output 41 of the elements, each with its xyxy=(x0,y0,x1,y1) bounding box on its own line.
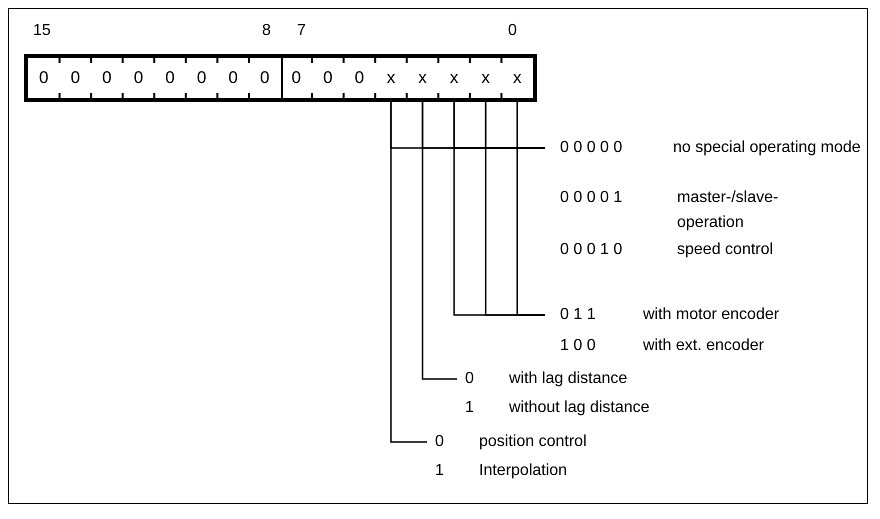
bit-number: 7 xyxy=(297,22,306,40)
option-description: Interpolation xyxy=(479,461,568,481)
bit-code: 0 1 1 xyxy=(560,305,597,325)
bit-code: 1 xyxy=(465,398,475,418)
bit-code: 0 0 0 1 0 xyxy=(560,240,624,260)
bit-cell: 0 xyxy=(280,58,312,98)
bit-code: 0 0 0 0 0 xyxy=(560,138,624,158)
bit-cell: 0 xyxy=(312,58,344,98)
option-description: without lag distance xyxy=(509,398,651,418)
option-description: no special operating mode xyxy=(673,138,862,158)
bit-code: 0 xyxy=(465,369,475,389)
bit-cell: 0 xyxy=(122,58,154,98)
bit-cell: x xyxy=(375,58,407,98)
leader-line xyxy=(390,102,427,443)
bit-cell: x xyxy=(438,58,470,98)
option-description: with motor encoder xyxy=(643,305,780,325)
bit-code: 1 0 0 xyxy=(560,336,597,356)
bit-cell: x xyxy=(470,58,502,98)
bit-number: 15 xyxy=(33,22,51,40)
leader-line xyxy=(422,102,457,380)
bit-cell: 0 xyxy=(217,58,249,98)
bit-cell: 0 xyxy=(28,58,60,98)
bit-code: 1 xyxy=(435,461,445,481)
bit-number: 0 xyxy=(508,22,517,40)
bit-cell: 0 xyxy=(186,58,218,98)
option-description: with ext. encoder xyxy=(643,336,765,356)
option-description: with lag distance xyxy=(509,369,628,389)
bit-cell: 0 xyxy=(344,58,376,98)
register-box xyxy=(24,54,537,102)
leader-line xyxy=(516,102,545,316)
bit-number: 8 xyxy=(262,22,271,40)
bit-code: 0 xyxy=(435,432,445,452)
bit-cell: 0 xyxy=(154,58,186,98)
bit-cell: 0 xyxy=(60,58,92,98)
bit-code: 0 0 0 0 1 xyxy=(560,188,624,208)
bit-cell: 0 xyxy=(91,58,123,98)
bit-cell: x xyxy=(501,58,533,98)
option-description: position control xyxy=(479,432,588,452)
option-description: speed control xyxy=(677,240,774,260)
bit-cell: 0 xyxy=(248,58,282,98)
bit-cell: x xyxy=(406,58,438,98)
